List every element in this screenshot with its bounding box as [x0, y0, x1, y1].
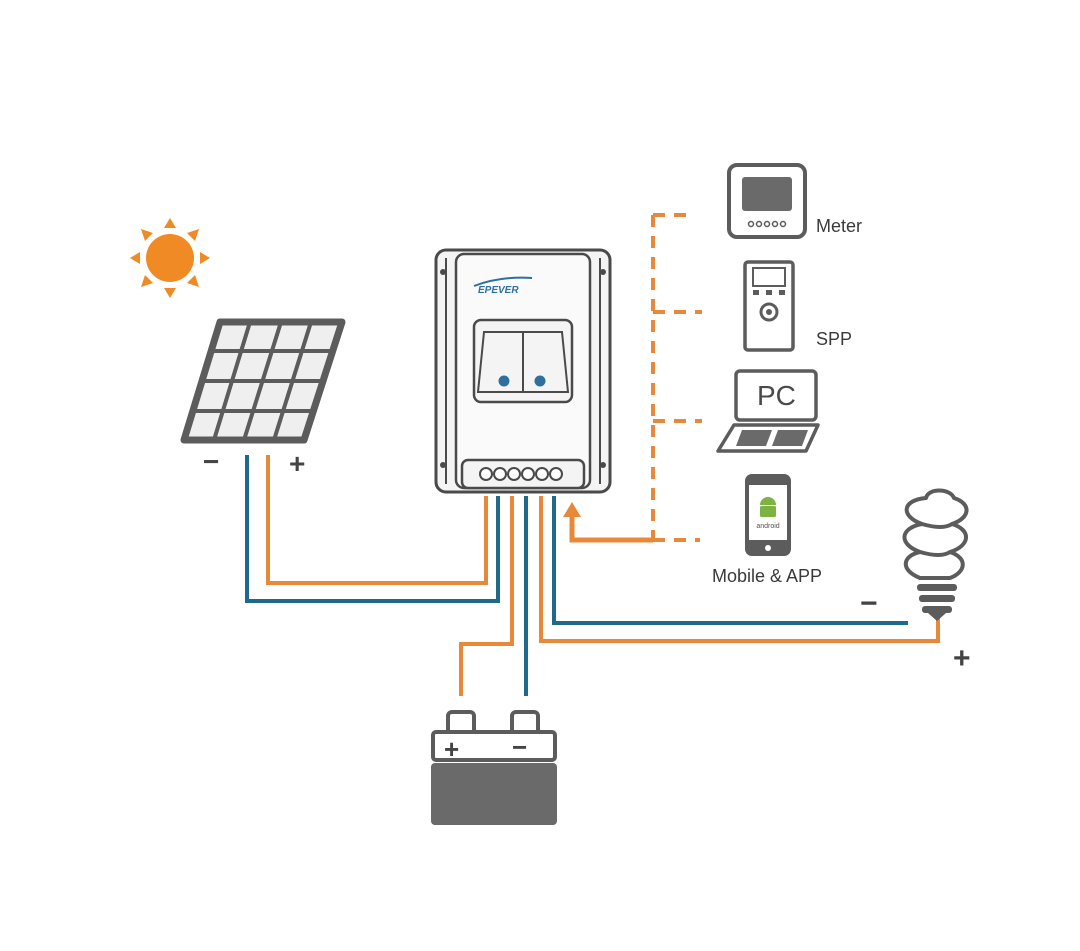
charge-controller: EPEVER	[434, 248, 612, 494]
battery-plus-sign: +	[444, 734, 459, 764]
android-icon	[760, 497, 776, 517]
wires	[245, 455, 940, 696]
battery-positive-wire	[459, 496, 514, 696]
battery-minus-sign: −	[512, 732, 527, 762]
panel-minus-sign: −	[203, 446, 219, 477]
load-positive-wire	[539, 496, 940, 643]
mobile-label: Mobile & APP	[712, 566, 822, 586]
mobile-phone-icon: android	[745, 474, 791, 556]
spp-label: SPP	[816, 329, 852, 349]
light-bulb-icon	[902, 488, 969, 621]
laptop-icon: PC	[716, 369, 820, 453]
panel-plus-sign: +	[289, 448, 305, 479]
epever-logo: EPEVER	[473, 276, 533, 296]
meter-label: Meter	[816, 216, 862, 236]
load-plus-sign: +	[953, 642, 971, 675]
meter-icon	[727, 163, 807, 239]
panel-positive-wire	[266, 455, 488, 585]
mobile-screen-text: android	[756, 523, 779, 530]
spp-icon	[743, 260, 795, 352]
load-negative-wire	[552, 496, 908, 625]
controller-button-left	[498, 375, 510, 387]
battery-icon	[431, 710, 557, 825]
sun-icon	[130, 218, 210, 298]
pc-screen-text: PC	[757, 380, 796, 411]
arrow-up-icon	[563, 502, 581, 517]
load-minus-sign: −	[860, 587, 878, 620]
terminal-row	[479, 467, 563, 481]
communication-bus	[651, 213, 702, 542]
comm-arrow	[563, 502, 653, 543]
panel-negative-wire	[245, 455, 500, 603]
controller-button-right	[534, 375, 546, 387]
solar-panel-icon	[180, 318, 346, 444]
svg-text:EPEVER: EPEVER	[478, 285, 519, 296]
